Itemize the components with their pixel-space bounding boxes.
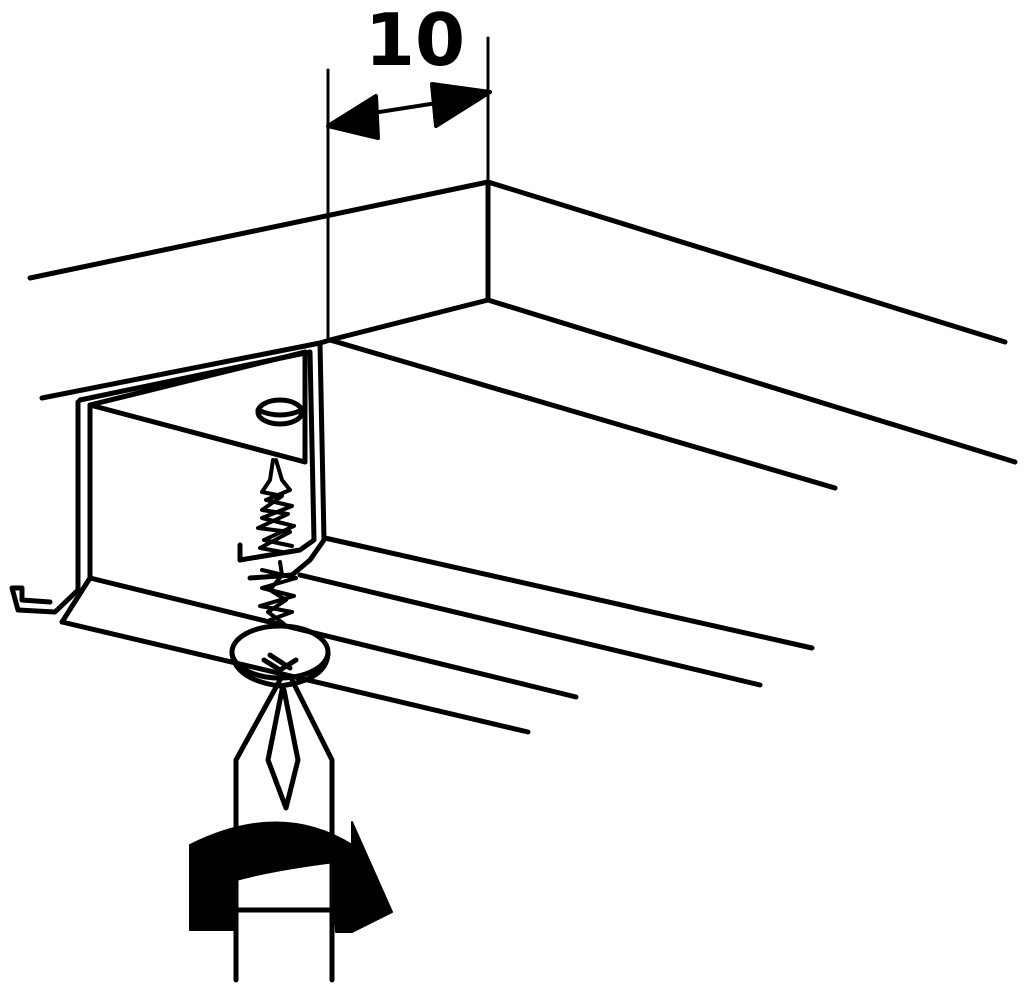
dimension-arrows [326,82,492,140]
screw-head [229,623,331,689]
ceiling-slab [27,179,1018,491]
curtain-rail-profile [9,337,815,735]
rotation-arrow-icon [189,821,393,933]
screw [256,458,298,626]
dowel-hole [255,397,305,427]
dimension-extension-lines [326,36,490,342]
dimension-label: 10 [364,0,466,82]
